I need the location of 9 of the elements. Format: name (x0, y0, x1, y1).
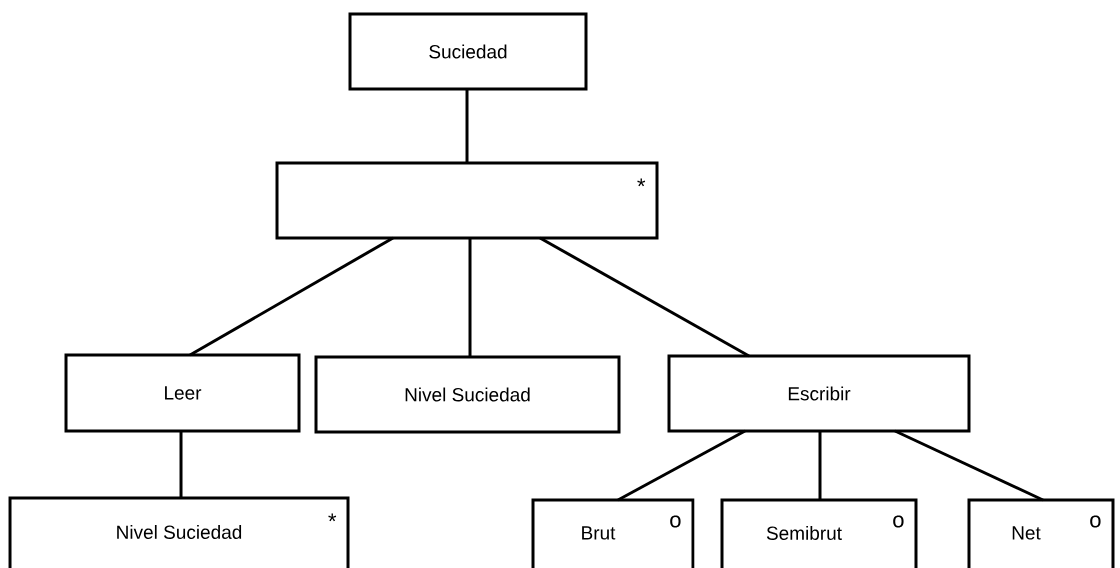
process-box: Net o (967, 498, 1115, 568)
process-box: Suciedad (348, 12, 588, 91)
process-box: Nivel Suciedad (314, 355, 621, 434)
process-box: Brut o (531, 498, 695, 568)
process-box: Semibrut o (720, 498, 918, 568)
process-box: Nivel Suciedad * (8, 496, 350, 568)
process-box: * (275, 161, 659, 240)
process-box: Escribir (667, 354, 971, 433)
process-box: Leer (64, 353, 301, 433)
